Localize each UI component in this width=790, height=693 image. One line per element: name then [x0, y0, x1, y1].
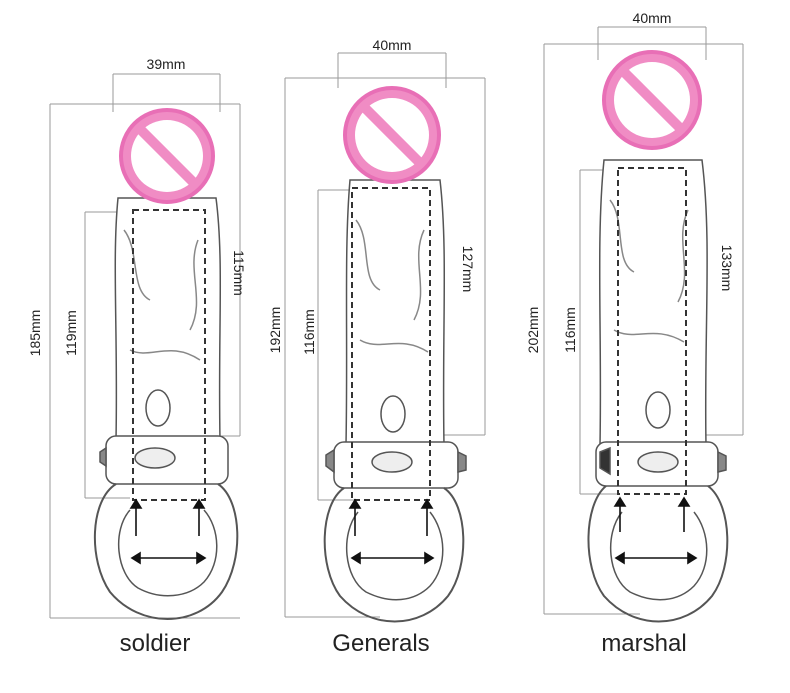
censor-icon — [119, 108, 215, 204]
inner-width-arrows — [129, 498, 207, 565]
inner-length-label: 116mm — [562, 307, 578, 353]
product-generals: 40mm 192mm 116mm 127mm Generals — [267, 37, 486, 657]
sleeve-body — [323, 179, 467, 623]
inner-width-arrows — [613, 496, 698, 565]
inner-width-arrows — [348, 498, 435, 565]
shaft-length-label: 127mm — [460, 246, 476, 293]
shaft-length-label: 133mm — [719, 245, 735, 292]
sleeve-body — [94, 197, 239, 620]
product-name: soldier — [120, 630, 191, 657]
product-name: marshal — [601, 630, 686, 657]
inner-channel-outline — [617, 167, 687, 495]
shaft-length-label: 115mm — [231, 250, 247, 296]
inner-length-label: 116mm — [301, 309, 317, 355]
inner-length-label: 119mm — [63, 310, 79, 356]
width-label: 40mm — [633, 10, 672, 26]
censor-icon — [343, 86, 441, 184]
product-soldier: 39mm 185mm 119mm 115mm soldier — [27, 56, 247, 657]
width-label: 40mm — [373, 37, 412, 53]
censor-icon — [602, 50, 702, 150]
total-length-label: 185mm — [27, 310, 43, 357]
total-length-label: 192mm — [267, 307, 283, 354]
product-marshal: 40mm 202mm 116mm 133mm marshal — [525, 10, 744, 657]
sleeve-body — [587, 159, 729, 623]
width-label: 39mm — [147, 56, 186, 72]
dimension-lines — [543, 26, 744, 615]
product-name: Generals — [332, 630, 429, 657]
total-length-label: 202mm — [525, 307, 541, 354]
inner-channel-outline — [132, 209, 206, 501]
inner-channel-outline — [351, 187, 431, 501]
